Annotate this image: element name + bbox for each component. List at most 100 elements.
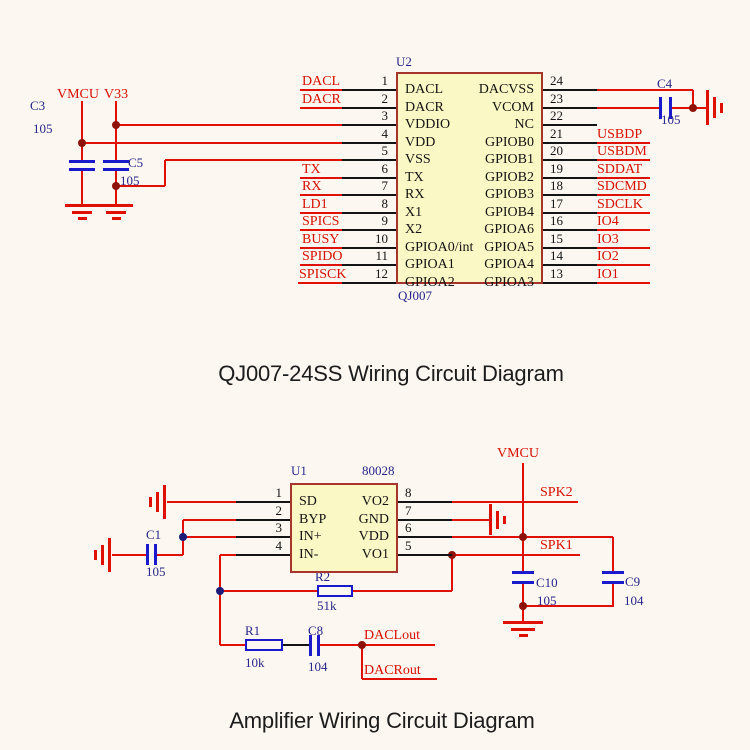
pin-number-u1-8: 8	[405, 485, 412, 500]
ground-bar	[106, 211, 126, 214]
net-label-spisck: SPISCK	[299, 267, 347, 282]
junction-dot	[358, 641, 366, 649]
pin-stub-u1-2	[236, 518, 290, 521]
pin-number-u2-16: 16	[550, 213, 563, 228]
pin-stub-u2-4	[342, 141, 396, 144]
wire-segment	[219, 554, 221, 591]
junction-dot	[519, 533, 527, 541]
capacitor-plate	[317, 635, 320, 656]
value-label-c5: 105	[120, 173, 140, 188]
wire-segment	[595, 106, 660, 109]
ground-bar	[78, 217, 87, 220]
ground-bar	[72, 211, 92, 214]
ground-bar	[99, 204, 133, 207]
wire-segment	[300, 194, 345, 196]
net-label-io2: IO2	[597, 249, 619, 264]
wire-segment	[183, 536, 237, 538]
chip-ref-u1: U1	[291, 463, 307, 478]
net-label-daclout: DACLout	[364, 628, 420, 643]
ground-bar	[94, 550, 97, 560]
pin-number-u2-4: 4	[381, 125, 389, 141]
wire-segment	[361, 645, 363, 679]
pin-label-u2-x2: X2	[405, 222, 423, 237]
pin-label-u1-gnd: GND	[358, 511, 389, 527]
pin-stub-u2-10	[342, 246, 396, 249]
wire-segment	[523, 605, 613, 607]
pin-stub-u2-18	[543, 194, 597, 196]
pin-label-u2-gpioa3: GPIOA3	[484, 274, 534, 290]
pin-number-u2-13: 13	[550, 265, 563, 281]
pin-label-u1-vdd: VDD	[358, 529, 389, 544]
chip-body-u2	[396, 72, 543, 284]
resistor-body-r1	[245, 639, 283, 651]
pin-label-u2-dacl: DACL	[405, 82, 444, 97]
net-label-io4: IO4	[597, 214, 619, 229]
pin-label-u2-vdd: VDD	[405, 134, 436, 150]
capacitor-plate	[602, 571, 624, 574]
wire-segment	[167, 501, 237, 503]
resistor-body-r2	[317, 585, 353, 597]
pin-number-u1-3: 3	[275, 520, 283, 535]
net-label-spido: SPIDO	[302, 249, 343, 264]
pin-label-u2-gpiob3: GPIOB3	[484, 187, 534, 202]
wire-segment	[595, 281, 650, 284]
net-label-spk1: SPK1	[540, 538, 573, 553]
pin-stub-u1-4	[236, 553, 290, 556]
wire-segment	[445, 553, 580, 556]
pin-number-u2-5: 5	[381, 143, 389, 158]
pin-stub-u1-1	[236, 501, 290, 503]
pin-number-u2-14: 14	[550, 248, 563, 263]
pin-stub-u1-8	[398, 501, 452, 503]
net-label-io1: IO1	[597, 267, 619, 282]
ground-bar	[503, 516, 506, 524]
ground-bar	[112, 217, 121, 220]
ground-bar	[149, 497, 152, 507]
pin-stub-u2-20	[543, 159, 597, 161]
ref-label-c5: C5	[128, 155, 144, 170]
junction-dot	[519, 602, 527, 610]
pin-number-u1-1: 1	[275, 485, 283, 500]
net-label-rx: RX	[302, 179, 322, 194]
pin-number-u2-18: 18	[550, 178, 563, 193]
ref-label-c10: C10	[536, 575, 558, 590]
pin-stub-u2-6	[342, 176, 396, 179]
wire-segment	[300, 106, 345, 109]
wire-segment	[298, 281, 352, 284]
pin-stub-u2-17	[543, 211, 597, 214]
pin-stub-u2-22	[543, 124, 597, 126]
pin-label-u1-sd: SD	[299, 494, 317, 509]
net-label-dacl: DACL	[302, 74, 341, 89]
net-label-io3: IO3	[597, 232, 619, 247]
capacitor-plate	[69, 168, 95, 171]
capacitor-plate	[309, 635, 312, 656]
pin-number-u2-7: 7	[381, 178, 389, 193]
wire-segment	[595, 229, 650, 231]
wire-segment	[300, 211, 345, 214]
pin-number-u2-12: 12	[375, 265, 388, 281]
pin-label-u2-gpioa5: GPIOA5	[484, 239, 534, 255]
pin-number-u2-23: 23	[550, 90, 563, 106]
junction-dot	[112, 121, 120, 129]
pin-stub-u2-16	[543, 229, 597, 231]
net-label-spics: SPICS	[302, 214, 340, 229]
junction-dot	[78, 138, 86, 147]
wire-segment	[81, 170, 83, 205]
net-label-sdclk: SDCLK	[597, 197, 643, 212]
ground-bar	[108, 538, 111, 572]
pin-number-u2-3: 3	[381, 108, 389, 123]
capacitor-plate	[69, 160, 95, 163]
wire-segment	[220, 553, 237, 556]
wire-segment	[300, 264, 345, 266]
wire-segment	[165, 159, 345, 161]
pin-stub-u2-19	[543, 176, 597, 179]
pin-number-u2-15: 15	[550, 230, 563, 246]
wire-segment	[283, 644, 310, 646]
pin-label-u2-tx: TX	[405, 169, 424, 185]
wire-segment	[450, 501, 578, 503]
wire-segment	[157, 553, 183, 556]
ref-label-c8: C8	[308, 623, 324, 638]
pin-label-u1-byp: BYP	[299, 511, 327, 527]
wire-segment	[595, 264, 650, 266]
pin-stub-u2-5	[342, 159, 396, 161]
ground-bar	[489, 504, 492, 535]
